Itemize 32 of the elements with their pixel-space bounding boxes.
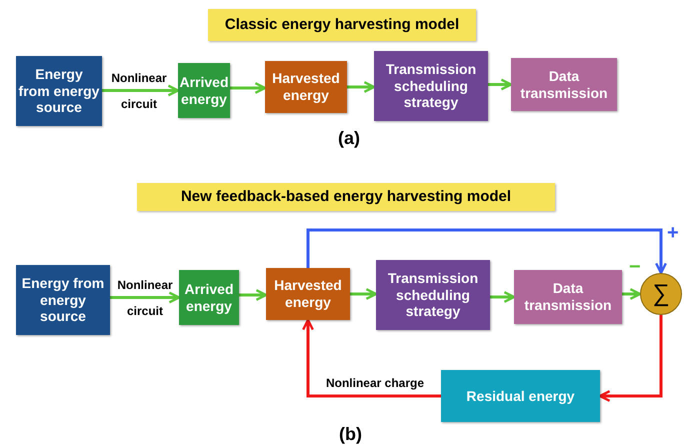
- process-box: Data transmission: [511, 58, 617, 111]
- process-box: Transmission scheduling strategy: [374, 51, 488, 121]
- process-box: Arrived energy: [179, 270, 239, 325]
- process-box: Harvested energy: [266, 268, 350, 320]
- arrow: [622, 288, 642, 300]
- edge-label: Nonlinear circuit: [116, 276, 174, 320]
- process-box: Residual energy: [441, 370, 600, 422]
- arrow: [347, 81, 376, 93]
- arrow: [302, 318, 441, 398]
- arrow: [488, 78, 512, 90]
- process-box: Arrived energy: [178, 63, 230, 118]
- panel-label: (a): [338, 128, 360, 149]
- heading-banner: New feedback-based energy harvesting model: [137, 183, 555, 211]
- arrow: [239, 289, 268, 301]
- source-box: Energy from energy source: [16, 56, 102, 126]
- panel-label: (b): [339, 424, 362, 445]
- edge-label: Nonlinear circuit: [110, 70, 168, 112]
- arrow: [350, 288, 378, 300]
- plus-sign: +: [667, 222, 679, 245]
- arrow: [110, 292, 180, 304]
- process-box: Data transmission: [514, 270, 622, 324]
- heading-banner: Classic energy harvesting model: [208, 9, 476, 41]
- arrow: [230, 82, 266, 94]
- arrow: [490, 291, 516, 303]
- arrow: [598, 315, 662, 402]
- minus-sign: −: [629, 256, 641, 279]
- arrow: [306, 228, 667, 274]
- source-box: Energy from energy source: [16, 265, 110, 335]
- process-box: Transmission scheduling strategy: [376, 260, 490, 330]
- process-box: Harvested energy: [265, 61, 347, 113]
- arrow: [102, 84, 180, 96]
- summing-junction: ∑: [640, 273, 682, 315]
